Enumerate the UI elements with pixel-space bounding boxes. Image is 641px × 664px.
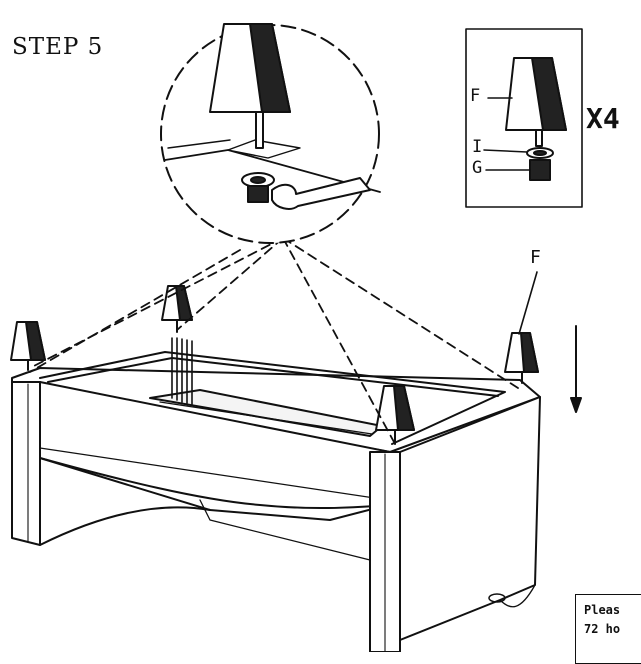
foot-back-middle <box>161 285 193 333</box>
foot-back-right <box>504 332 539 384</box>
part-label-nut: G <box>472 158 483 178</box>
note-line-2: 72 ho <box>584 622 621 636</box>
quantity-label: X4 <box>586 102 620 135</box>
table-inner-rim <box>39 351 506 445</box>
callout-lines <box>29 237 519 443</box>
side-slats <box>171 337 193 405</box>
foot-front-right <box>375 385 415 445</box>
part-label-main-foot: F <box>530 247 541 268</box>
table-body <box>11 337 541 653</box>
wrench-tool <box>271 177 371 210</box>
corner-feet <box>10 285 539 445</box>
detail-magnifier <box>160 23 381 244</box>
parts-inset <box>465 28 583 208</box>
part-label-foot: F <box>470 86 481 106</box>
left-end-curve <box>39 506 211 546</box>
right-end-panel <box>399 396 541 641</box>
foot-pointer <box>518 271 538 335</box>
note-line-1: Pleas <box>584 603 621 617</box>
down-arrow-icon <box>570 325 582 413</box>
step-title: STEP 5 <box>12 34 104 60</box>
note-box: Pleas 72 ho <box>575 594 641 664</box>
left-leg <box>11 381 41 546</box>
part-label-washer: I <box>472 137 483 157</box>
front-skirt-curve <box>39 457 389 510</box>
foot-back-left <box>10 321 46 371</box>
